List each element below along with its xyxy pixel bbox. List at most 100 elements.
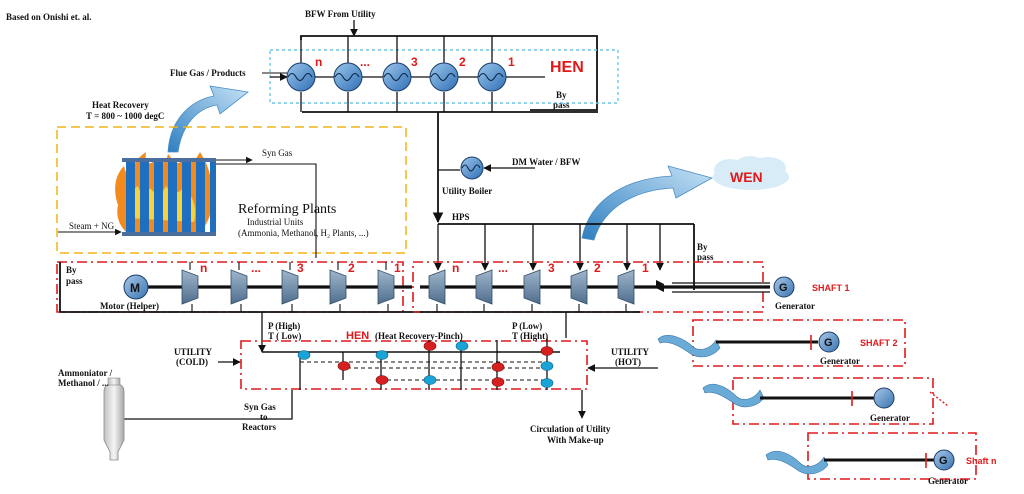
heat-recovery-line1: Heat Recovery [92,100,149,110]
left-train-label-3: 3 [297,261,304,275]
steam-ng-label: Steam + NG [69,221,115,231]
syn-gas-label: Syn Gas [262,148,293,158]
credit-text: Based on Onishi et. al. [6,12,92,22]
reforming-line1: Industrial Units [247,217,304,227]
motor-icon[interactable]: M [123,274,149,300]
ammoniator-line1: Ammoniator / [58,368,113,378]
generator-n-label: Generator [928,476,968,486]
hen-top-label-n: n [315,55,322,69]
reforming-plant-box [56,126,407,254]
generator-2-symbol: G [824,337,833,349]
hen-top-label-dots: ... [360,55,370,69]
right-train-label-n: n [452,261,459,275]
utility-hot-line2: (HOT) [615,357,641,367]
generator-2-label: Generator [820,356,860,366]
cold-exchanger-ball[interactable] [297,350,311,360]
left-train-label-1: 1 [394,261,401,275]
flue-gas-label: Flue Gas / Products [170,68,246,78]
hen-top-exchangers [270,36,545,112]
shaft-1-label: SHAFT 1 [812,283,850,293]
cold-exchanger-ball[interactable] [455,341,469,351]
syn-gas-pipe [216,163,317,258]
bypass-right-by: By [697,242,708,252]
hen-pinch-exchanger-balls [297,341,554,388]
generator-mid[interactable] [873,387,895,409]
reformer-furnace-icon [115,152,216,236]
compressor-2[interactable] [329,269,347,305]
hot-exchanger-ball[interactable] [337,361,351,371]
cold-exchanger-ball[interactable] [540,378,554,388]
utility-cold-line2: (COLD) [176,357,208,367]
turbine-n[interactable] [428,269,446,305]
shaft-2-box [692,319,906,367]
shaft-n-steam-icon [765,450,829,475]
cold-exchanger-ball[interactable] [423,375,437,385]
utility-cold-line1: UTILITY [174,347,213,357]
right-train-label-3: 3 [548,261,555,275]
reforming-line2: (Ammonia, Methanol, H₂ Plants, ...) [238,228,369,238]
bypass-right-pass: pass [697,252,714,262]
hen-pinch-title: HEN [346,330,369,342]
heat-exchanger-3[interactable] [382,36,412,112]
heat-recovery-arrow [167,85,249,153]
turbine-1[interactable] [617,269,635,305]
hen-pinch-subtitle: (Heat Recovery-Pinch) [375,331,463,341]
hot-exchanger-ball[interactable] [375,375,389,385]
compressor-n[interactable] [181,269,199,305]
hot-exchanger-ball[interactable] [423,341,437,351]
generator-1-label: Generator [775,301,815,311]
wen-title: WEN [730,169,763,185]
turbine-dots[interactable] [475,269,493,305]
compressor-3[interactable] [281,269,299,305]
right-train-label-dots: ... [498,261,508,275]
bypass-left-pass: pass [66,276,83,286]
generator-1[interactable]: G [773,276,795,298]
hen-top-label-3: 3 [411,55,418,69]
hen-top-title: HEN [550,59,584,76]
generator-n[interactable]: G [933,449,955,471]
cold-exchanger-ball[interactable] [375,350,389,360]
shaft-2-steam-icon [657,335,721,358]
wen-arrow [581,165,714,241]
syn-gas-reactors-line3: Reactors [242,422,276,432]
p-low-line2: T (Hight) [512,331,548,341]
hot-exchanger-ball[interactable] [540,346,554,356]
hen-pinch-streams [262,338,560,390]
hps-label: HPS [452,212,470,222]
hen-top-bypass-by: By [556,90,567,100]
dm-water-label: DM Water / BFW [512,157,580,167]
generator-n-symbol: G [939,455,948,467]
reforming-title: Reforming Plants [238,202,336,217]
p-high-line1: P (High) [268,321,300,331]
circulation-line1: Circulation of Utility [530,424,611,434]
left-train-label-n: n [200,261,207,275]
heat-exchanger-2[interactable] [429,36,459,112]
heat-recovery-line2: T = 800 ~ 1000 degC [86,111,164,121]
turbine-stages [428,269,664,312]
p-high-line2: T ( Low) [268,331,301,341]
utility-boiler-icon[interactable] [460,156,484,180]
right-train-label-1: 1 [642,261,649,275]
hen-top-label-2: 2 [459,55,466,69]
utility-boiler-label: Utility Boiler [442,186,492,196]
ammoniator-vessel-icon [103,377,125,461]
utility-hot-line1: UTILITY [611,347,650,357]
syn-gas-reactors-line1: Syn Gas [244,402,276,412]
turbine-2[interactable] [570,269,588,305]
heat-exchanger-1[interactable] [477,36,507,112]
compressor-1[interactable] [377,269,395,305]
hot-exchanger-ball[interactable] [491,362,505,372]
ammoniator-line2: Methanol / ... [58,378,109,388]
hot-exchanger-ball[interactable] [491,377,505,387]
turbine-3[interactable] [523,269,541,305]
right-train-label-2: 2 [594,261,601,275]
heat-exchanger-dots[interactable] [333,36,363,112]
hen-top-bypass-pass: pass [553,100,570,110]
compressor-bypass-line [59,262,420,313]
cold-exchanger-ball[interactable] [540,361,554,371]
generator-2[interactable]: G [818,331,840,353]
compressor-dots[interactable] [230,269,248,305]
wen-cloud [713,156,789,190]
heat-exchanger-n[interactable] [286,36,316,112]
generator-1-symbol: G [779,282,788,294]
